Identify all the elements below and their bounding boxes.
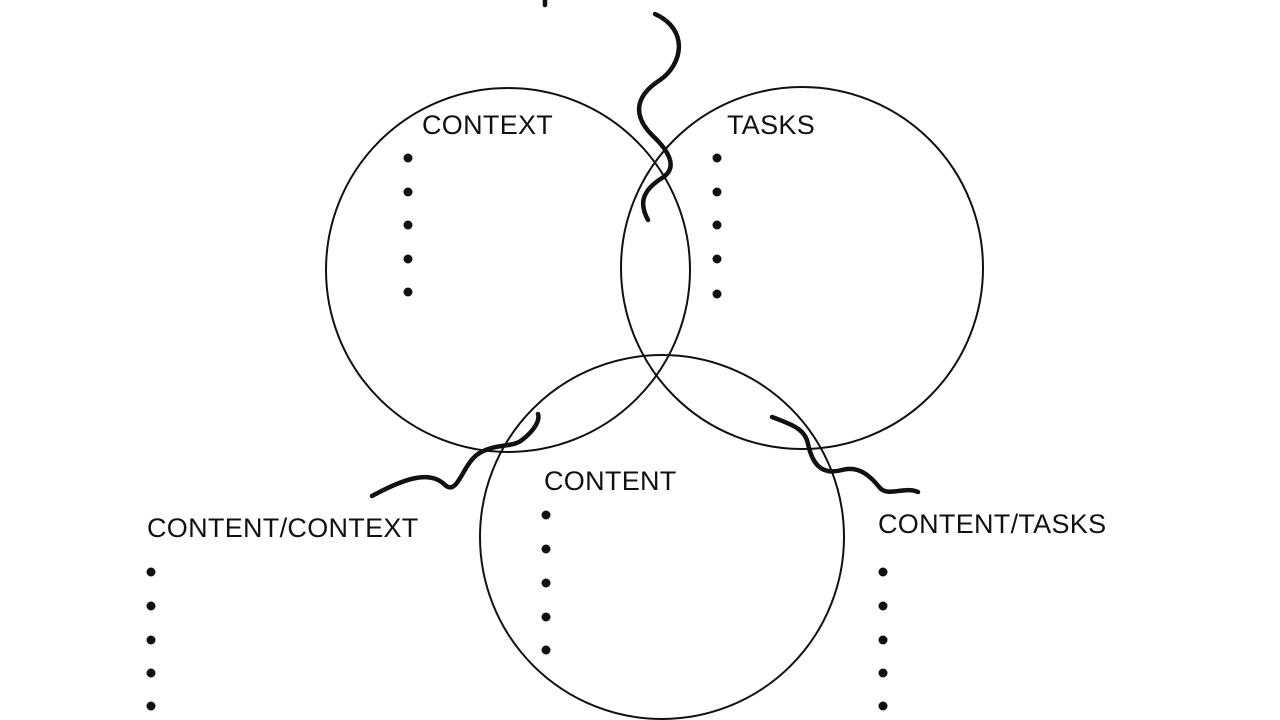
- context-circle: [325, 87, 691, 453]
- left-squiggle-line: [369, 411, 541, 499]
- content-bullet-list: [541, 510, 551, 655]
- bullet: [712, 254, 722, 264]
- bullet: [541, 612, 551, 622]
- bullet: [146, 635, 156, 645]
- bullet: [878, 701, 888, 711]
- bullet: [403, 153, 413, 163]
- bullet: [712, 289, 722, 299]
- content-circle: [479, 354, 845, 720]
- bullet: [403, 287, 413, 297]
- right-squiggle-line: [769, 414, 921, 495]
- bullet: [712, 187, 722, 197]
- content-context-bullet-list: [146, 567, 156, 711]
- bullet: [403, 187, 413, 197]
- bullet: [878, 668, 888, 678]
- bullet: [878, 601, 888, 611]
- top-squiggle-line: [636, 11, 682, 223]
- bullet: [403, 220, 413, 230]
- context-bullet-list: [403, 153, 413, 297]
- bullet: [712, 220, 722, 230]
- bullet: [146, 701, 156, 711]
- content-label: CONTENT: [544, 466, 677, 496]
- tasks-circle: [620, 86, 984, 450]
- bullet: [878, 567, 888, 577]
- tasks-label: TASKS: [727, 110, 815, 140]
- bullet: [541, 578, 551, 588]
- bullet: [146, 601, 156, 611]
- bullet: [878, 635, 888, 645]
- tasks-bullet-list: [712, 153, 722, 299]
- content-tasks-label: CONTENT/TASKS: [878, 509, 1106, 539]
- bullet: [712, 153, 722, 163]
- context-label: CONTEXT: [422, 110, 553, 140]
- bullet: [146, 567, 156, 577]
- content-context-label: CONTENT/CONTEXT: [147, 513, 419, 543]
- bullet: [146, 668, 156, 678]
- bullet: [541, 544, 551, 554]
- bullet: [541, 510, 551, 520]
- bullet: [541, 645, 551, 655]
- bullet: [403, 254, 413, 264]
- content-tasks-bullet-list: [878, 567, 888, 711]
